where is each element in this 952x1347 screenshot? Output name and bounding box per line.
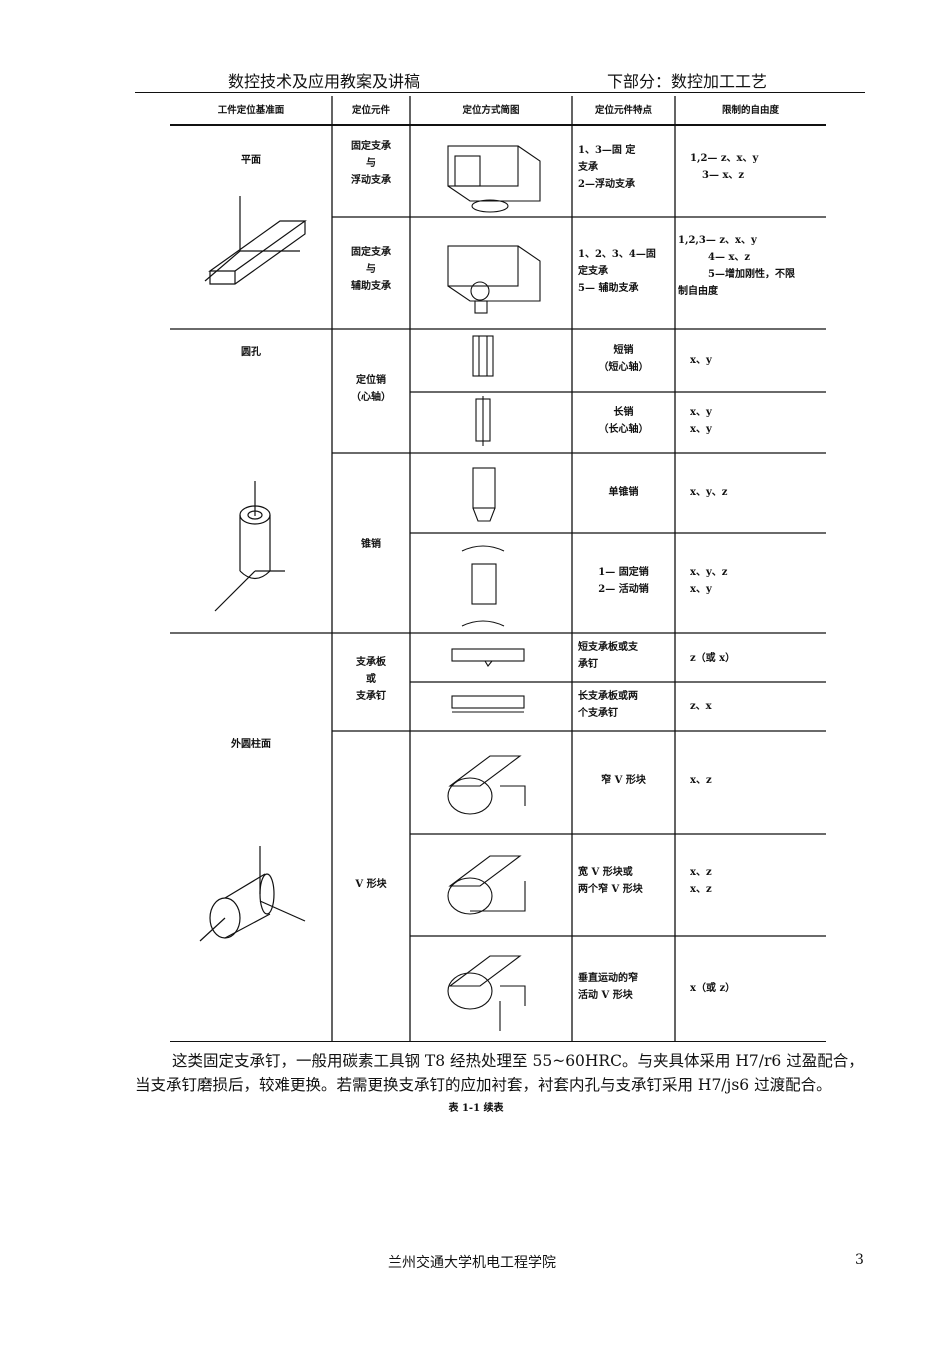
feature-row5: 单锥销 [608,487,639,498]
feature-row11: 垂直运动的窄活动 V 形块 [578,973,638,1001]
header-left: 数控技术及应用教案及讲稿 [228,72,421,91]
col-header-base: 工件定位基准面 [217,105,285,116]
dof-row3: x、y [690,355,712,366]
col-header-dof: 限制的自由度 [721,105,779,116]
footer-institution: 兰州交通大学机电工程学院 [388,1255,556,1271]
feature-row3: 短销（短心轴） [598,345,649,373]
element-row1: 固定支承与浮动支承 [351,141,391,186]
element-row2: 固定支承与辅助支承 [351,247,391,292]
element-support-plate: 支承板或支承钉 [356,657,386,702]
base-cylinder: 外圆柱面 [231,739,271,750]
dof-row11: x（或 z） [690,983,736,994]
feature-row10: 宽 V 形块或两个窄 V 形块 [578,867,643,895]
feature-row4: 长销（长心轴） [598,407,649,435]
col-header-scheme: 定位方式简图 [462,105,520,116]
element-v-block: V 形块 [355,879,387,890]
dof-row5: x、y、z [690,487,728,498]
feature-row9: 窄 V 形块 [601,775,646,786]
header-rule [135,92,865,93]
body-paragraph-line1: 这类固定支承钉，一般用碳素工具钢 T8 经热处理至 55~60HRC。与夹具体采… [172,1052,864,1070]
col-header-feature: 定位元件特点 [594,105,652,116]
base-plane: 平面 [241,155,261,166]
scheme-sketches [447,145,541,1031]
header-right: 下部分：数控加工工艺 [607,72,768,91]
body-paragraph-line2: 当支承钉磨损后，较难更换。若需更换支承钉的应加衬套，衬套内孔与支承钉采用 H7/… [135,1076,832,1094]
feature-row7: 短支承板或支承钉 [578,642,638,670]
col-header-element: 定位元件 [351,105,390,116]
table-caption: 表 1-1 续表 [448,1103,504,1114]
dof-row8: z、x [690,701,712,712]
element-locating-pin: 定位销（心轴） [351,375,391,403]
datum-sketches [199,196,307,942]
positioning-table: 工件定位基准面 定位元件 定位方式简图 定位元件特点 限制的自由度 平面 圆孔 … [170,96,826,1042]
feature-row8: 长支承板或两个支承钉 [578,691,638,719]
page-number: 3 [855,1252,864,1268]
dof-row9: x、z [690,775,712,786]
table-grid [170,96,826,1042]
element-taper-pin: 锥销 [361,539,381,550]
dof-row7: z（或 x） [690,653,736,664]
base-hole: 圆孔 [241,347,261,358]
